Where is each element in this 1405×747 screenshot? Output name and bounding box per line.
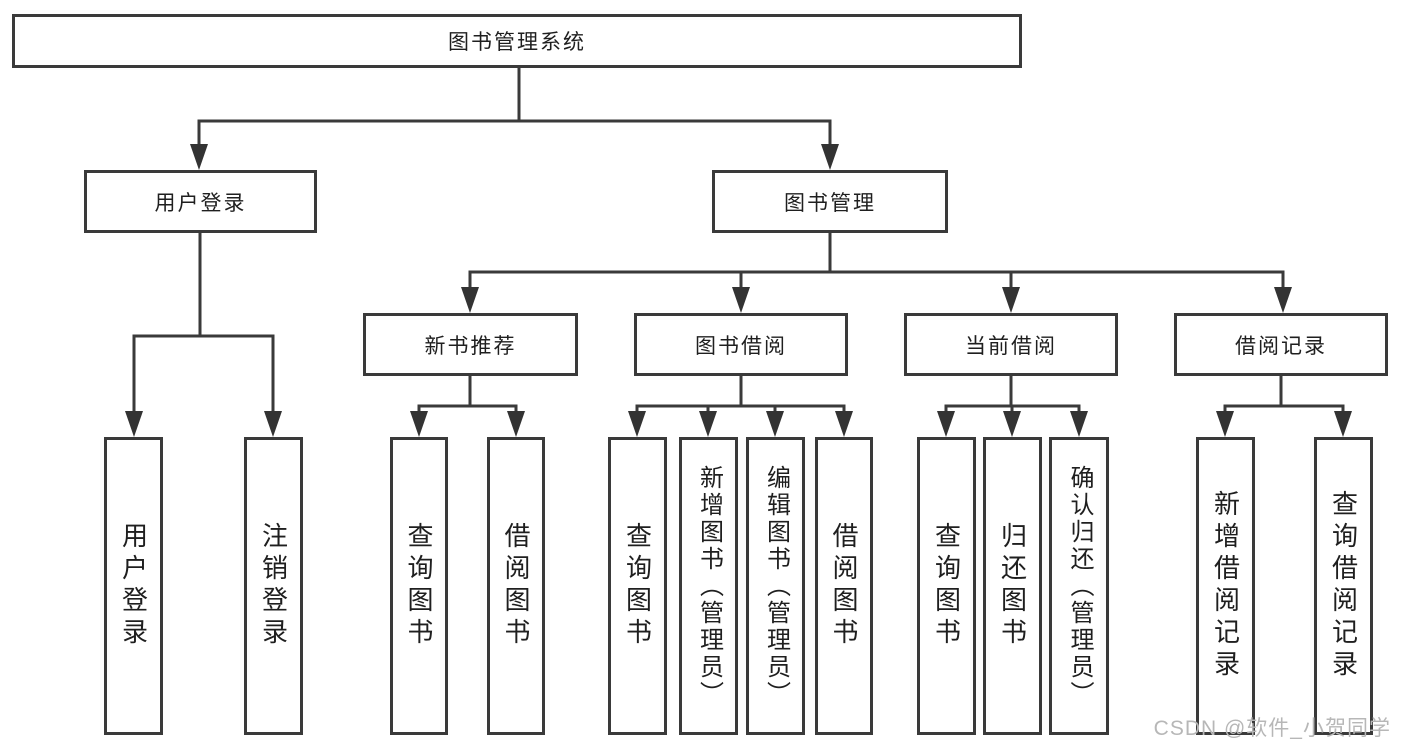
node-return-books: 归还图书 [983, 437, 1042, 735]
node-new-book-recommend: 新书推荐 [363, 313, 578, 376]
node-borrow-books-recommend: 借阅图书 [487, 437, 545, 735]
node-book-mgmt-system: 图书管理系统 [12, 14, 1022, 68]
node-user-login: 用户登录 [84, 170, 317, 233]
node-label: 确认归还（管理员） [1066, 464, 1093, 708]
node-label: 借阅图书 [501, 522, 531, 650]
node-borrowing-records: 借阅记录 [1174, 313, 1388, 376]
node-book-management: 图书管理 [712, 170, 948, 233]
node-label: 查询图书 [622, 522, 653, 650]
node-query-books-current: 查询图书 [917, 437, 976, 735]
node-label: 归还图书 [997, 522, 1028, 650]
node-borrow-books-leaf: 借阅图书 [815, 437, 873, 735]
node-query-books-recommend: 查询图书 [390, 437, 448, 735]
node-add-books-admin: 新增图书（管理员） [679, 437, 738, 735]
node-add-borrow-record: 新增借阅记录 [1196, 437, 1255, 735]
node-label: 图书借阅 [695, 334, 787, 358]
node-label: 借阅记录 [1235, 334, 1327, 358]
csdn-watermark: CSDN @软件_小贺同学 [1153, 717, 1391, 740]
node-logout: 注销登录 [244, 437, 303, 735]
node-label: 注销登录 [258, 522, 289, 650]
node-book-borrowing: 图书借阅 [634, 313, 848, 376]
node-label: 当前借阅 [965, 334, 1057, 358]
node-label: 新书推荐 [424, 334, 517, 358]
node-label: 查询图书 [931, 522, 962, 650]
node-label: 图书管理 [784, 191, 876, 215]
node-label: 借阅图书 [829, 522, 859, 650]
node-label: 图书管理系统 [448, 31, 586, 54]
node-user-login-leaf: 用户登录 [104, 437, 163, 735]
node-current-borrowing: 当前借阅 [904, 313, 1118, 376]
node-label: 新增借阅记录 [1210, 490, 1241, 682]
node-label: 用户登录 [154, 191, 247, 215]
node-label: 查询图书 [404, 522, 434, 650]
node-query-borrow-record: 查询借阅记录 [1314, 437, 1373, 735]
node-label: 新增图书（管理员） [695, 464, 723, 708]
node-label: 用户登录 [118, 522, 149, 650]
node-label: 查询借阅记录 [1328, 490, 1359, 682]
node-label: 编辑图书（管理员） [762, 464, 790, 708]
node-confirm-return-admin: 确认归还（管理员） [1049, 437, 1109, 735]
node-edit-books-admin: 编辑图书（管理员） [746, 437, 805, 735]
node-query-books-borrowing: 查询图书 [608, 437, 667, 735]
